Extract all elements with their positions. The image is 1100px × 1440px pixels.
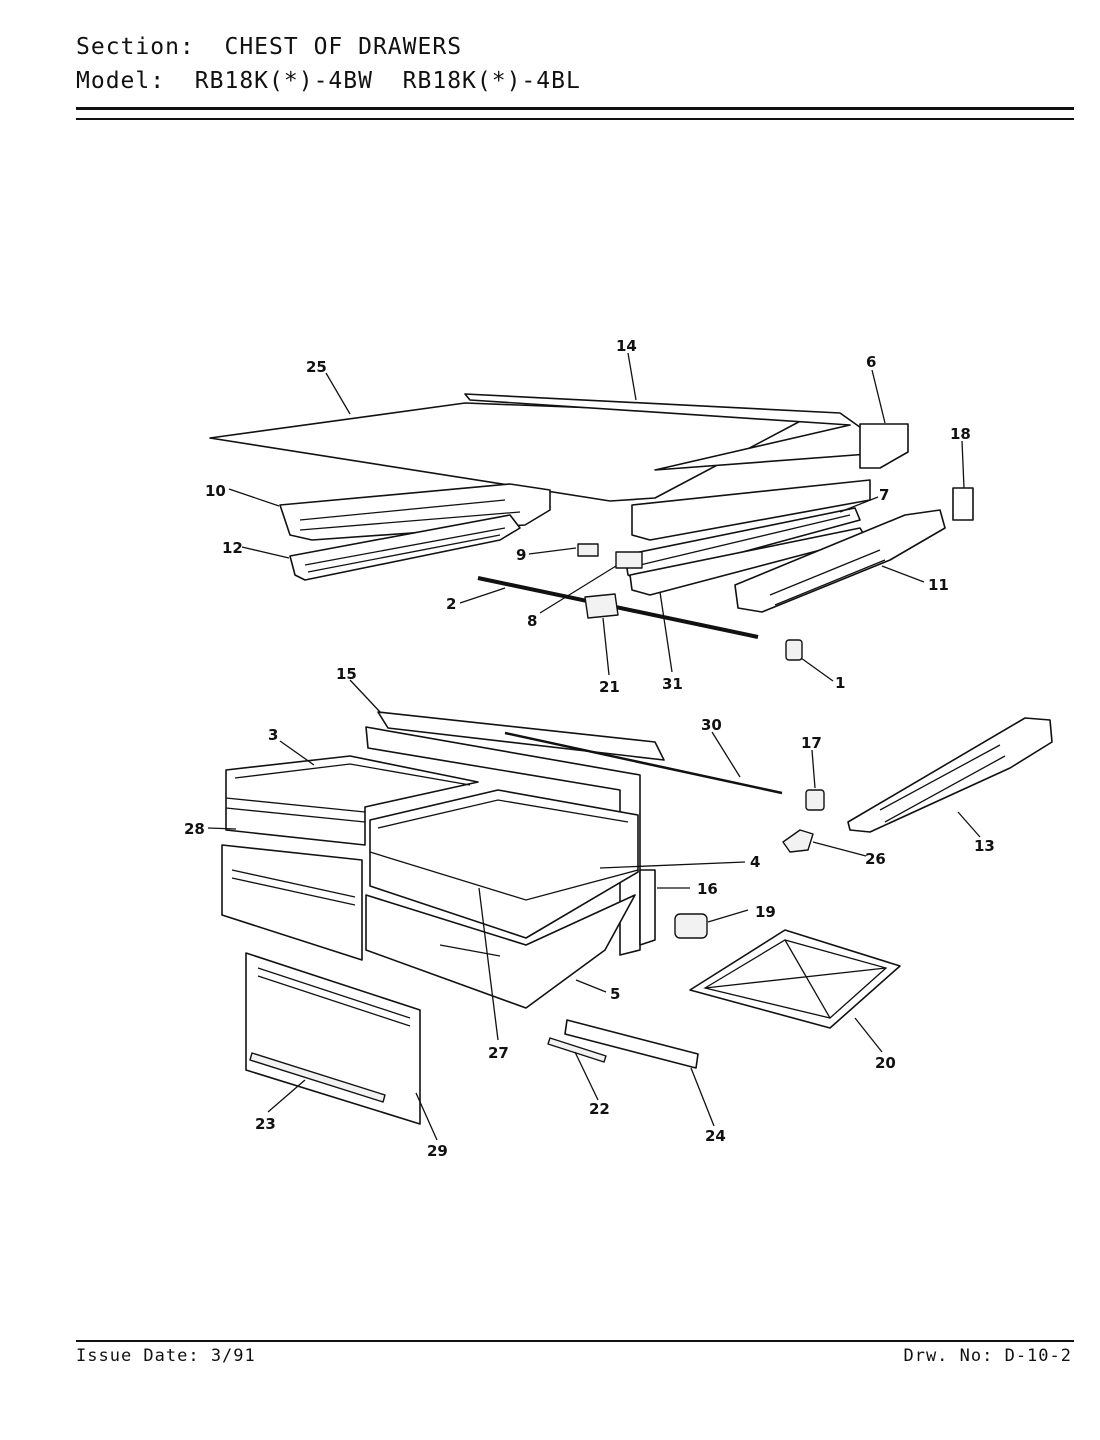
header-rule-thin bbox=[76, 118, 1074, 120]
header-rule-thick bbox=[76, 107, 1074, 110]
drawing-number: Drw. No: D-10-2 bbox=[903, 1346, 1072, 1366]
callout-13: 13 bbox=[974, 837, 995, 855]
part-8-clip bbox=[615, 551, 643, 569]
callout-9: 9 bbox=[516, 546, 526, 564]
part-right-upper-rail bbox=[631, 479, 871, 541]
callout-8: 8 bbox=[527, 612, 537, 630]
callout-23: 23 bbox=[255, 1115, 276, 1133]
part-20-drawer-frame bbox=[689, 929, 901, 1029]
callout-2: 2 bbox=[446, 595, 456, 613]
part-22-strip bbox=[547, 1037, 607, 1063]
part-16-side-panel bbox=[639, 869, 656, 946]
callout-14: 14 bbox=[616, 337, 637, 355]
part-30-rod bbox=[504, 731, 783, 795]
callout-27: 27 bbox=[488, 1044, 509, 1062]
part-5-lower-pan bbox=[365, 894, 636, 1009]
part-2-rod bbox=[477, 576, 759, 639]
leader-lines bbox=[207, 352, 981, 1141]
part-26-cam bbox=[782, 829, 814, 853]
model-label: Model: bbox=[76, 68, 166, 94]
callout-18: 18 bbox=[950, 425, 971, 443]
callout-3: 3 bbox=[268, 726, 278, 744]
part-3-left-crisper bbox=[225, 755, 479, 846]
part-29-drawer-front bbox=[245, 952, 421, 1125]
callout-22: 22 bbox=[589, 1100, 610, 1118]
callout-26: 26 bbox=[865, 850, 886, 868]
callout-16: 16 bbox=[697, 880, 718, 898]
callout-24: 24 bbox=[705, 1127, 726, 1145]
part-6-corner-bracket bbox=[859, 423, 909, 469]
footer-rule bbox=[76, 1340, 1074, 1342]
callout-12: 12 bbox=[222, 539, 243, 557]
callout-21: 21 bbox=[599, 678, 620, 696]
callout-6: 6 bbox=[866, 353, 876, 371]
part-18-bracket bbox=[952, 487, 974, 521]
callout-31: 31 bbox=[662, 675, 683, 693]
part-21-end-cap bbox=[584, 593, 619, 619]
callout-20: 20 bbox=[875, 1054, 896, 1072]
part-23-trim bbox=[249, 1052, 386, 1103]
model-line: Model: RB18K(*)-4BW RB18K(*)-4BL bbox=[76, 68, 581, 94]
callout-1: 1 bbox=[835, 674, 845, 692]
callout-5: 5 bbox=[610, 985, 620, 1003]
part-9-clip bbox=[577, 543, 599, 557]
part-left-crisper-cover bbox=[221, 844, 363, 961]
section-value: CHEST OF DRAWERS bbox=[224, 34, 463, 60]
part-31-rail bbox=[629, 527, 867, 596]
callout-30: 30 bbox=[701, 716, 722, 734]
issue-date: Issue Date: 3/91 bbox=[76, 1346, 256, 1366]
callout-4: 4 bbox=[750, 853, 760, 871]
model-value: RB18K(*)-4BW RB18K(*)-4BL bbox=[194, 68, 581, 94]
section-label: Section: bbox=[76, 34, 195, 60]
callout-17: 17 bbox=[801, 734, 822, 752]
callout-19: 19 bbox=[755, 903, 776, 921]
part-19-clip bbox=[674, 913, 708, 939]
callout-15: 15 bbox=[336, 665, 357, 683]
part-4-right-crisper bbox=[369, 789, 639, 939]
callout-11: 11 bbox=[928, 576, 949, 594]
callout-7: 7 bbox=[879, 486, 889, 504]
part-13-right-support bbox=[847, 717, 1053, 833]
part-14-trim bbox=[464, 393, 896, 471]
callout-29: 29 bbox=[427, 1142, 448, 1160]
callout-labels: 25 14 6 18 10 7 12 9 11 2 8 21 31 1 15 3… bbox=[184, 337, 995, 1160]
callout-10: 10 bbox=[205, 482, 226, 500]
part-24-handle bbox=[564, 1019, 699, 1069]
callout-28: 28 bbox=[184, 820, 205, 838]
section-line: Section: CHEST OF DRAWERS bbox=[76, 34, 462, 60]
part-11-right-rail bbox=[734, 509, 946, 613]
part-drawer-frame bbox=[365, 726, 641, 956]
part-1-bushing bbox=[785, 639, 803, 661]
callout-25: 25 bbox=[306, 358, 327, 376]
part-17-bushing bbox=[805, 789, 825, 811]
